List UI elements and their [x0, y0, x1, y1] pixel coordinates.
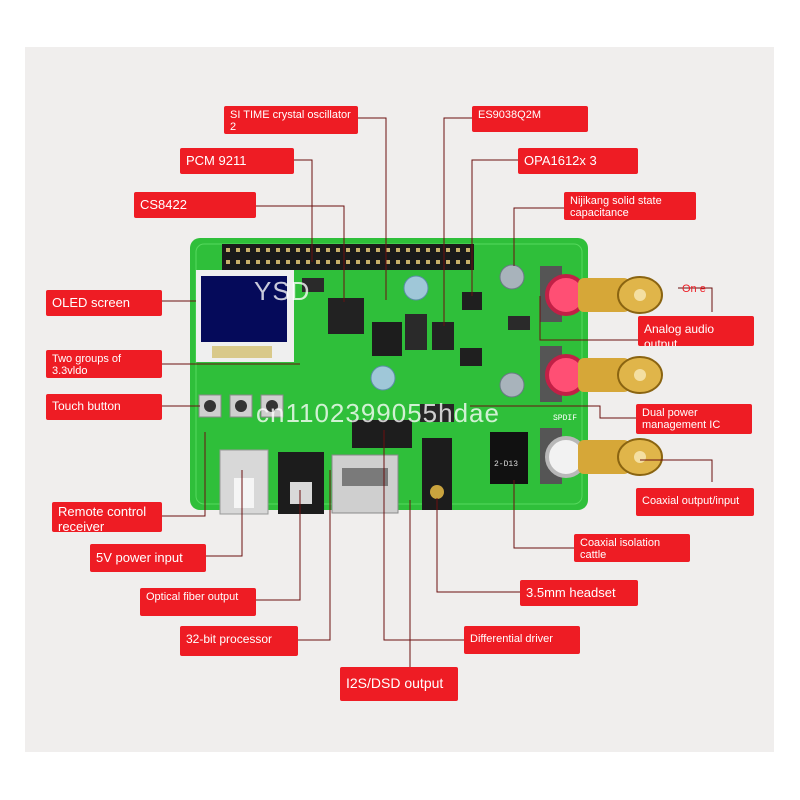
label-crystal-oscillator: SI TIME crystal oscillator 2: [224, 106, 358, 134]
leader-lines: [162, 117, 713, 667]
diff-driver-chip: [420, 404, 454, 422]
capacitor-3: [499, 264, 525, 290]
label-headset: 3.5mm headset: [520, 580, 638, 606]
es9038-chip: [405, 314, 427, 350]
spdif-silkscreen: SPDIF: [553, 414, 578, 423]
label-nijikang-capacitance: Nijikang solid state capacitance: [564, 192, 696, 220]
isolation-transformer: [490, 432, 528, 484]
touch-button-3: [266, 400, 278, 412]
capacitor-1: [403, 275, 429, 301]
label-32bit-processor: 32-bit processor: [180, 626, 298, 656]
processor-chip: [372, 322, 402, 356]
label-coaxial-isolation: Coaxial isolation cattle: [574, 534, 690, 562]
label-coaxial-output: Coaxial output/input: [636, 488, 754, 516]
label-one: On e: [682, 283, 706, 295]
label-i2s-dsd-output: I2S/DSD output: [340, 667, 458, 701]
label-pcm9211: PCM 9211: [180, 148, 294, 174]
gpio-pins: [226, 248, 470, 264]
ldo-chip: [432, 322, 454, 350]
label-dual-power-management: Dual power management IC: [636, 404, 752, 434]
transformer-marking: 2-D13: [494, 460, 519, 469]
label-touch-button: Touch button: [46, 394, 162, 420]
gpio-header: [222, 244, 474, 270]
label-analog-audio-output: Analog audio output: [638, 316, 754, 346]
label-two-groups-ldo: Two groups of 3.3vldo: [46, 350, 162, 378]
rca-connector-3: [540, 428, 663, 484]
pcm9211-chip: [328, 298, 364, 334]
bottom-chip: [352, 420, 412, 448]
rca-connector-2: [540, 346, 663, 402]
label-cs8422: CS8422: [134, 192, 256, 218]
label-optical-fiber-output: Optical fiber output: [140, 588, 256, 616]
capacitor-2: [370, 365, 396, 391]
watermark-brand: YSD: [254, 276, 311, 306]
touch-button-2: [235, 400, 247, 412]
label-opa1612: OPA1612x 3: [518, 148, 638, 174]
label-es9038q2m: ES9038Q2M: [472, 106, 588, 132]
label-5v-power-input: 5V power input: [90, 544, 206, 572]
touch-button-1: [204, 400, 216, 412]
opa-chip-2: [460, 348, 482, 366]
opa-chip-1: [462, 292, 482, 310]
oled-screen: [201, 276, 287, 342]
watermark-code: cn1102399055hdae: [256, 398, 500, 428]
label-remote-control-receiver: Remote control receiver: [52, 502, 162, 532]
label-differential-driver: Differential driver: [464, 626, 580, 654]
rca-connector-1: [540, 266, 663, 322]
label-oled-screen: OLED screen: [46, 290, 162, 316]
capacitor-4: [499, 372, 525, 398]
